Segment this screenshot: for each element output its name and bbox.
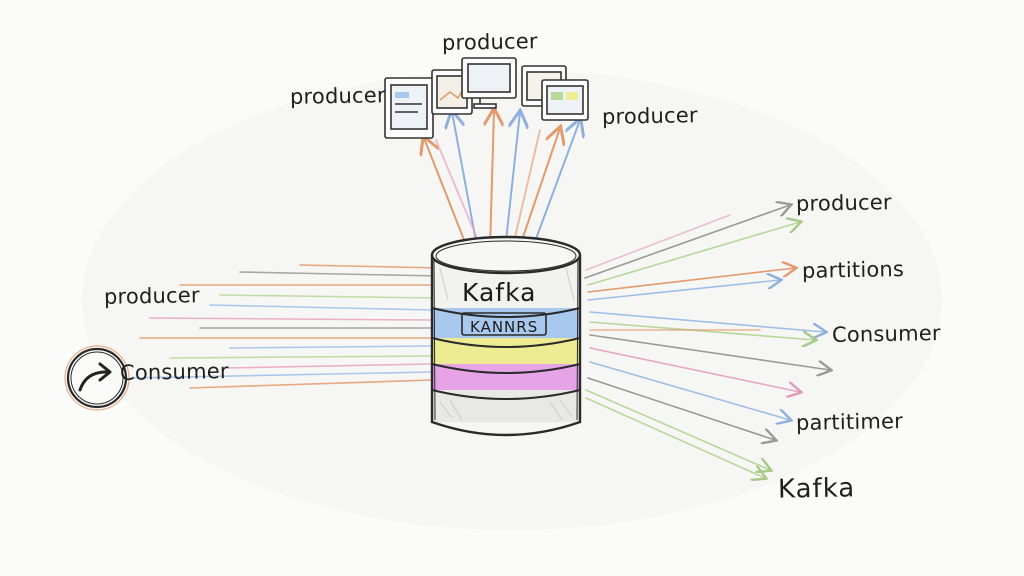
partitions-label-right: partitions [801,257,905,283]
consumer-label-right: Consumer [831,321,941,347]
kafka-cylinder [430,235,582,437]
producer-label-left: producer [103,283,200,309]
consumer-label-left: Consumer [119,359,229,385]
producer-label-topleft: producer [289,83,386,109]
right-flow-arrows [584,205,830,478]
monitor-icon [541,79,589,121]
monitor-icon [461,57,517,109]
left-flow-lines [129,264,441,389]
producer-label-right: producer [795,190,892,216]
curved-arrow-icon [64,345,130,411]
upward-arrows [424,110,580,256]
producer-label-topright: producer [601,103,698,129]
producer-label-top: producer [441,29,538,55]
kafka-label-bottom: Kafka [777,473,856,505]
partitimer-label-right: partitimer [795,409,904,435]
monitor-icon [384,77,434,139]
cylinder-subtitle: KANNRS [470,318,539,336]
cylinder-title: Kafka [462,278,537,307]
producer-monitors [384,57,589,139]
